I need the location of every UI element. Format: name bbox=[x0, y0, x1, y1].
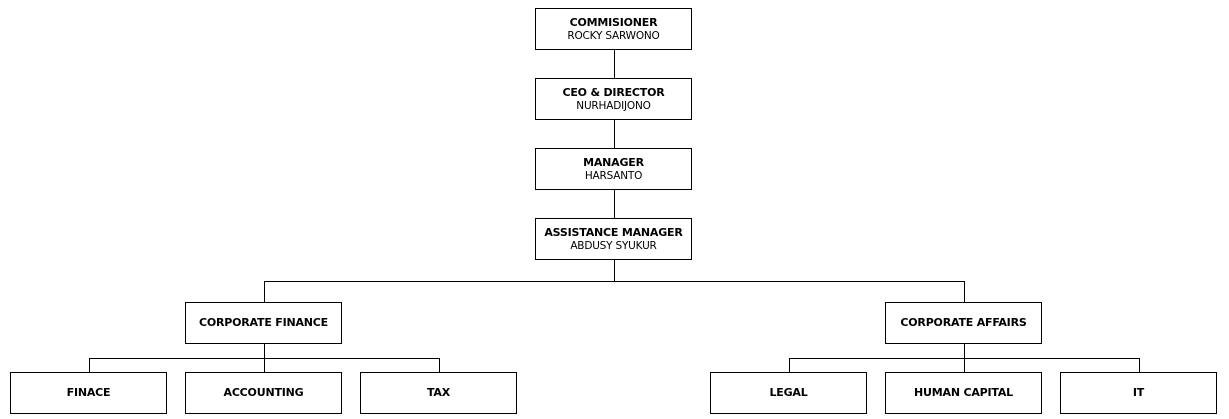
connector-assistant-corp_affairs bbox=[614, 260, 965, 302]
node-name: ABDUSY SYUKUR bbox=[570, 239, 657, 252]
connector-corp_finance-finance bbox=[89, 344, 265, 372]
node-manager: MANAGER HARSANTO bbox=[535, 148, 692, 190]
node-title: MANAGER bbox=[583, 155, 644, 169]
node-title: TAX bbox=[426, 386, 451, 399]
node-title: FINACE bbox=[66, 386, 111, 399]
node-assistant-manager: ASSISTANCE MANAGER ABDUSY SYUKUR bbox=[535, 218, 692, 260]
node-title: CEO & DIRECTOR bbox=[562, 85, 665, 99]
connector-corp_affairs-it bbox=[964, 344, 1140, 372]
node-title: ACCOUNTING bbox=[223, 386, 304, 399]
node-name: ROCKY SARWONO bbox=[567, 29, 660, 42]
node-title: ASSISTANCE MANAGER bbox=[544, 225, 683, 239]
connector-corp_affairs-legal bbox=[789, 344, 965, 372]
node-ceo: CEO & DIRECTOR NURHADIJONO bbox=[535, 78, 692, 120]
node-legal: LEGAL bbox=[710, 372, 867, 414]
node-corporate-finance: CORPORATE FINANCE bbox=[185, 302, 342, 344]
node-title: IT bbox=[1132, 386, 1145, 399]
node-human-capital: HUMAN CAPITAL bbox=[885, 372, 1042, 414]
node-name: NURHADIJONO bbox=[576, 99, 651, 112]
node-corporate-affairs: CORPORATE AFFAIRS bbox=[885, 302, 1042, 344]
connector-corp_finance-tax bbox=[264, 344, 440, 372]
node-it: IT bbox=[1060, 372, 1217, 414]
node-finance: FINACE bbox=[10, 372, 167, 414]
node-title: COMMISIONER bbox=[569, 15, 658, 29]
node-title: LEGAL bbox=[769, 386, 808, 399]
node-commissioner: COMMISIONER ROCKY SARWONO bbox=[535, 8, 692, 50]
node-tax: TAX bbox=[360, 372, 517, 414]
connector-assistant-corp_finance bbox=[264, 260, 615, 302]
node-accounting: ACCOUNTING bbox=[185, 372, 342, 414]
node-name: HARSANTO bbox=[584, 169, 643, 182]
node-title: HUMAN CAPITAL bbox=[914, 386, 1013, 399]
node-title: CORPORATE FINANCE bbox=[198, 316, 328, 329]
node-title: CORPORATE AFFAIRS bbox=[900, 316, 1027, 329]
